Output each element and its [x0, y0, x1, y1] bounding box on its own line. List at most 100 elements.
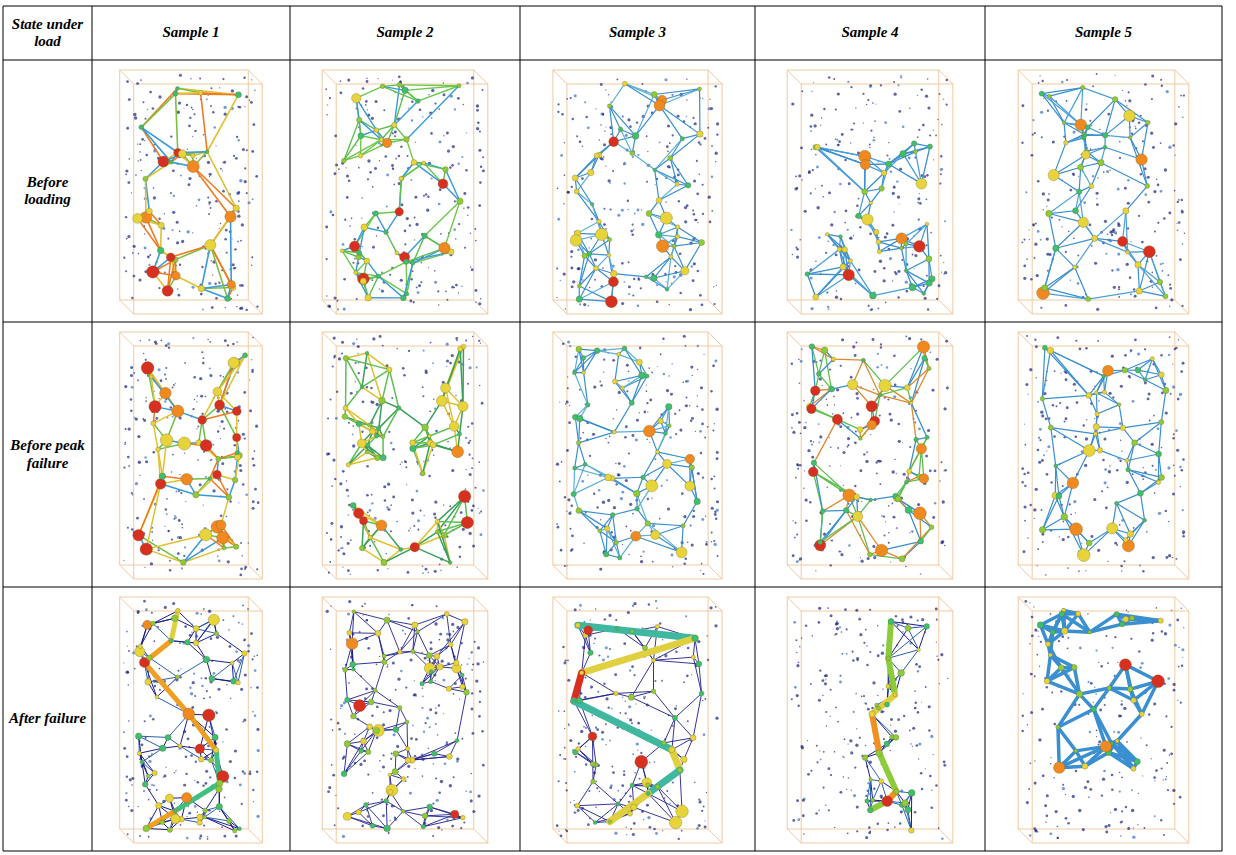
pore-dot	[461, 156, 463, 158]
pore-dot	[343, 278, 346, 281]
pore-dot	[1147, 176, 1150, 179]
pore-dot	[419, 108, 422, 111]
pore-dot	[603, 156, 605, 158]
network-node	[904, 269, 908, 273]
pore-dot	[583, 303, 586, 306]
pore-dot	[125, 216, 127, 218]
pore-dot	[127, 235, 130, 238]
pore-dot	[886, 232, 889, 235]
network-node	[187, 160, 199, 172]
pore-dot	[175, 383, 176, 384]
pore-dot	[886, 154, 888, 156]
network-edge	[378, 262, 406, 276]
pore-dot	[434, 270, 436, 272]
pore-dot	[1113, 286, 1116, 289]
network-graph	[120, 70, 263, 314]
pore-dot	[135, 482, 138, 485]
pore-dot	[664, 78, 667, 81]
pore-dot	[1040, 307, 1042, 309]
pore-dot	[142, 101, 144, 103]
pore-dot	[1144, 83, 1147, 86]
pore-dot	[891, 224, 894, 227]
network-node	[1112, 97, 1118, 103]
pore-dot	[392, 132, 394, 134]
pore-dot	[158, 287, 160, 289]
network-node	[380, 84, 385, 89]
network-node	[227, 280, 235, 288]
pore-dot	[634, 213, 636, 215]
pore-dot	[560, 280, 562, 282]
pore-dot	[1134, 126, 1136, 128]
network-node	[1075, 119, 1087, 131]
pore-dot	[561, 113, 563, 115]
pore-dot	[945, 79, 947, 81]
network-node	[1080, 85, 1085, 90]
network-node	[644, 275, 648, 279]
pore-dot	[898, 110, 901, 113]
pore-dot	[126, 238, 128, 240]
bounding-box	[787, 70, 801, 84]
network-node	[813, 294, 819, 300]
pore-dot	[632, 223, 634, 225]
pore-dot	[556, 268, 558, 270]
pore-dot	[694, 122, 697, 125]
pore-dot	[933, 129, 934, 130]
pore-dot	[434, 102, 436, 104]
pore-dot	[837, 92, 840, 95]
pore-dot	[1160, 79, 1162, 81]
network-edge	[882, 164, 889, 189]
pore-dot	[141, 138, 144, 141]
pore-dot	[798, 174, 801, 177]
pore-dot	[906, 290, 909, 293]
pore-dot	[200, 293, 203, 296]
pore-dot	[196, 158, 197, 159]
network-node	[610, 270, 617, 277]
pore-dot	[242, 483, 245, 486]
pore-dot	[400, 203, 403, 206]
pore-dot	[925, 95, 928, 98]
pore-dot	[144, 247, 147, 250]
network-node	[594, 153, 599, 158]
network-edge	[1095, 211, 1126, 239]
pore-dot	[425, 193, 427, 195]
pore-dot	[1092, 175, 1094, 177]
pore-dot	[398, 155, 401, 158]
pore-dot	[935, 134, 937, 136]
pore-dot	[245, 95, 248, 98]
pore-dot	[125, 428, 127, 430]
pore-dot	[326, 114, 328, 116]
pore-dot	[563, 203, 565, 205]
pore-dot	[1073, 237, 1075, 239]
pore-dot	[941, 124, 942, 125]
pore-dot	[246, 149, 248, 151]
pore-dot	[825, 144, 827, 146]
pore-dot	[177, 111, 180, 114]
pore-dot	[1091, 245, 1093, 247]
pore-dot	[1026, 258, 1028, 260]
pore-dot	[174, 515, 176, 517]
bounding-box	[248, 300, 262, 314]
pore-dot	[633, 229, 635, 231]
pore-dot	[841, 133, 844, 136]
pore-dot	[1036, 274, 1039, 277]
pore-dot	[1181, 199, 1183, 201]
network-node	[1062, 121, 1066, 125]
pore-dot	[242, 148, 245, 151]
pore-dot	[607, 179, 610, 182]
pore-dot	[366, 77, 368, 79]
pore-dot	[223, 427, 225, 429]
network-node	[205, 150, 209, 154]
network-node	[1146, 120, 1151, 125]
pore-dot	[214, 282, 216, 284]
pore-dot	[414, 217, 416, 219]
pore-dot	[365, 104, 367, 106]
pore-dot	[708, 195, 711, 198]
pore-dot	[241, 223, 244, 226]
pore-dot	[880, 84, 882, 86]
pore-dot	[1166, 90, 1169, 93]
network-node	[570, 235, 582, 247]
pore-dot	[943, 262, 944, 263]
pore-dot	[647, 151, 648, 152]
network-edge	[1105, 135, 1130, 137]
pore-dot	[383, 109, 385, 111]
